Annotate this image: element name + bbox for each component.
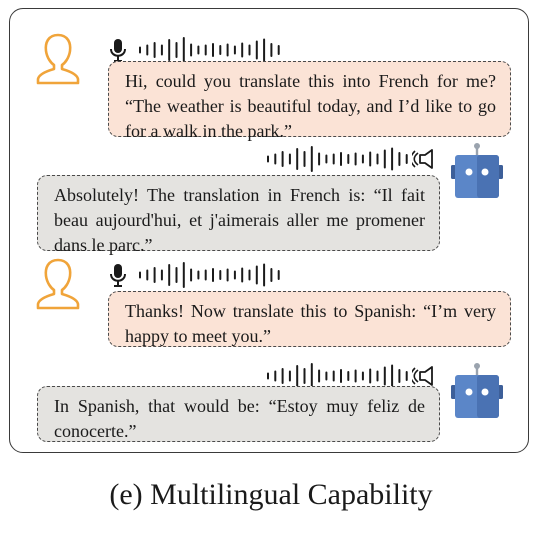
user-message-1: Hi, could you translate this into French…: [108, 61, 511, 141]
robot-icon: [451, 143, 503, 198]
audio-waveform-icon: [139, 37, 280, 63]
robot-icon: [451, 363, 503, 418]
speaker-icon: [412, 149, 433, 169]
bot-message-2: In Spanish, that would be: “Estoy muy fe…: [37, 386, 440, 442]
user-icon: [36, 33, 80, 85]
audio-waveform-icon: [267, 363, 408, 389]
speaker-icon: [412, 366, 433, 386]
conversation-panel: Hi, could you translate this into French…: [9, 8, 529, 453]
user-icon: [36, 258, 80, 310]
microphone-icon: [110, 264, 126, 287]
figure-caption: (e) Multilingual Capability: [109, 478, 433, 511]
audio-waveform-icon: [139, 262, 280, 288]
user-message-2: Thanks! Now translate this to Spanish: “…: [108, 291, 511, 347]
audio-waveform-icon: [267, 146, 408, 172]
bot-message-1: Absolutely! The translation in French is…: [37, 175, 440, 255]
microphone-icon: [110, 39, 126, 62]
